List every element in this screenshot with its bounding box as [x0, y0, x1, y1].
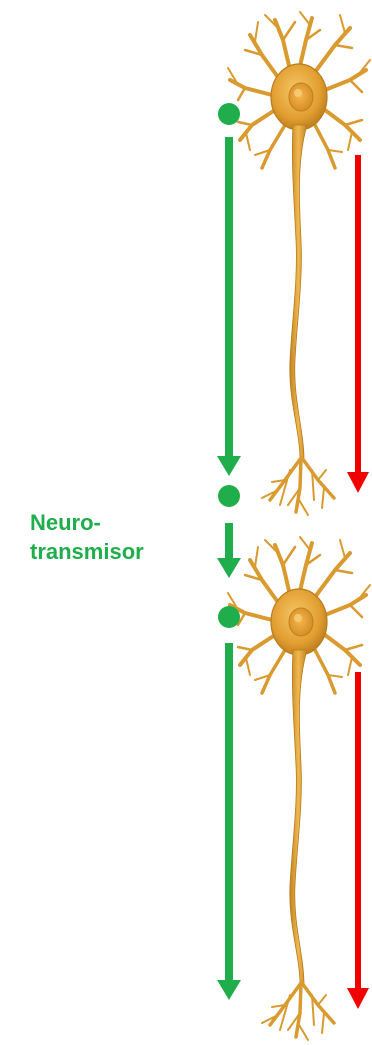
- neurotransmitter-label-line2: transmisor: [30, 537, 220, 566]
- upper-neuron: [228, 12, 370, 515]
- green-dot-synapse: [218, 485, 240, 507]
- green-arrow-lower: [217, 643, 241, 1000]
- neurotransmitter-label-line1: Neuro-: [30, 508, 220, 537]
- neurotransmitter-arrow: [217, 523, 241, 578]
- red-arrow-upper: [347, 155, 369, 493]
- neurotransmitter-label: Neuro- transmisor: [30, 508, 220, 566]
- green-arrow-upper: [217, 137, 241, 476]
- lower-neuron: [228, 537, 370, 1040]
- green-dot-upper-start: [218, 103, 240, 125]
- green-dot-lower-start: [218, 606, 240, 628]
- red-arrow-lower: [347, 672, 369, 1009]
